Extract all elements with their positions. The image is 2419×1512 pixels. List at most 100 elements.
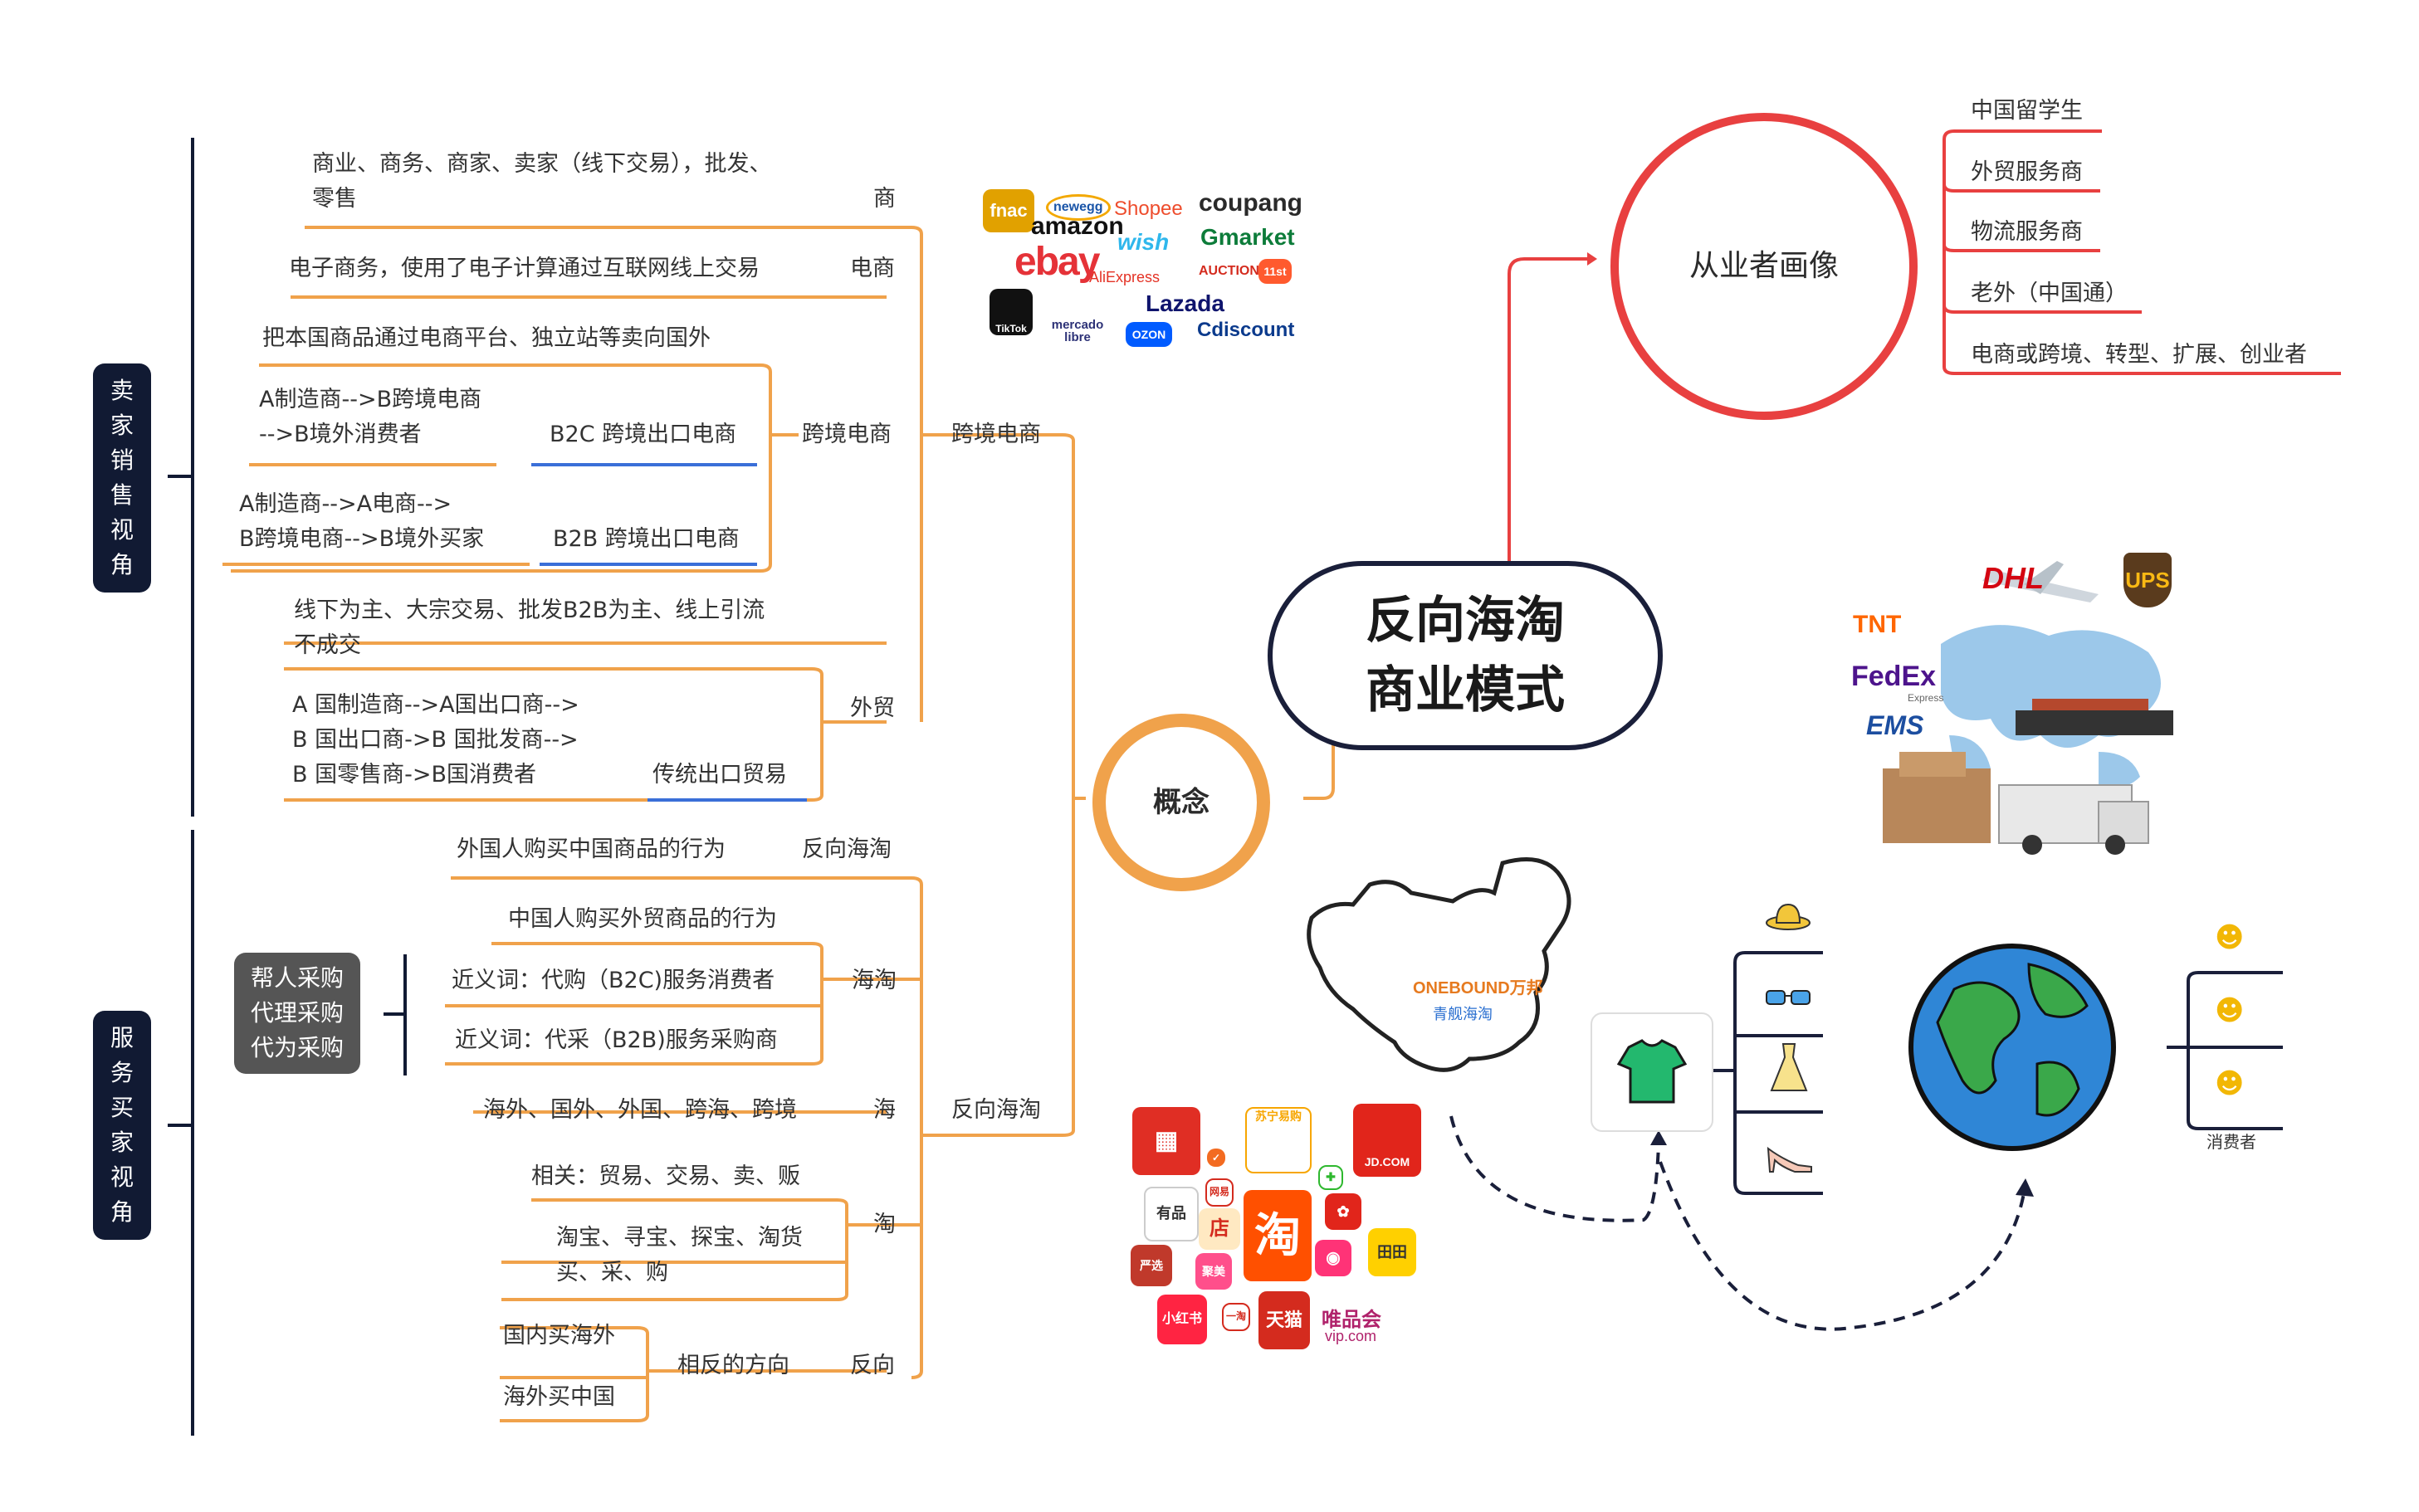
high-heel-icon — [1765, 1142, 1815, 1175]
central-topic-line2: 商业模式 — [1366, 661, 1565, 719]
concept-label: 概念 — [1153, 786, 1210, 819]
ups-logo: UPS — [2123, 553, 2172, 607]
node-kuajing-sub[interactable]: 跨境电商 — [802, 422, 892, 447]
fedex-express-label: Express — [1908, 692, 1944, 704]
practitioner-node[interactable]: 从业者画像 — [1610, 113, 1918, 420]
dian-logo: 店 — [1199, 1208, 1240, 1250]
smiley-icon: ☻ — [2215, 1067, 2245, 1100]
vip-domain: vip.com — [1325, 1328, 1377, 1344]
dangdang-logo: ✿ — [1325, 1193, 1361, 1230]
b2c-flow: A制造商-->B跨境电商 — [259, 387, 482, 412]
onebound-logo: ONEBOUND万邦 — [1413, 979, 1543, 997]
trad-flow: A 国制造商-->A国出口商--> — [292, 692, 579, 718]
pink-camera-icon: ◉ — [1315, 1240, 1351, 1276]
yanxuan-logo: 严选 — [1131, 1245, 1172, 1286]
dress-icon — [1768, 1041, 1810, 1094]
xiaohongshu-logo: 小红书 — [1157, 1295, 1207, 1344]
hai-desc: 海外、国外、外国、跨海、跨境 — [483, 1097, 797, 1123]
ems-logo: EMS — [1866, 710, 1924, 740]
tshirt-icon — [1616, 1039, 1688, 1104]
tmall-logo: 天猫 — [1258, 1291, 1310, 1349]
china-map-outline — [1307, 857, 1571, 1072]
tiktok-logo: TikTok — [990, 289, 1033, 335]
ebay-logo: ebay — [1014, 240, 1100, 284]
node-trad-export[interactable]: 传统出口贸易 — [652, 762, 787, 788]
taobao-logo: 淘 — [1244, 1190, 1312, 1281]
tshirt-box[interactable] — [1591, 1012, 1713, 1132]
node-b2c[interactable]: B2C 跨境出口电商 — [550, 422, 737, 447]
node-shang[interactable]: 商 — [873, 186, 896, 212]
lazada-logo: Lazada — [1146, 290, 1224, 316]
jumei-logo: 聚美 — [1195, 1253, 1232, 1290]
small-orange-icon: ✓ — [1207, 1149, 1225, 1167]
node-dianshang[interactable]: 电商 — [850, 256, 895, 281]
globe-icon — [1904, 939, 2120, 1155]
node-kuajing-main[interactable]: 跨境电商 — [951, 422, 1041, 447]
aliexpress-logo: AliExpress — [1089, 269, 1161, 285]
b2b-flow-2: B跨境电商-->B境外买家 — [239, 526, 485, 552]
practitioner-item: 物流服务商 — [1971, 219, 2083, 245]
node-tao[interactable]: 淘 — [873, 1212, 896, 1237]
auction-logo: AUCTION. — [1199, 264, 1263, 278]
help-purchase-pill[interactable]: 帮人采购代理采购代为采购 — [234, 953, 360, 1074]
shopee-logo: Shopee — [1114, 198, 1183, 220]
node-b2b[interactable]: B2B 跨境出口电商 — [553, 526, 740, 552]
11st-logo: 11st — [1258, 259, 1292, 284]
practitioner-label: 从业者画像 — [1688, 249, 1839, 283]
hat-icon — [1765, 901, 1811, 931]
glasses-icon — [1763, 984, 1813, 1009]
tiantian-logo: 田田 — [1368, 1228, 1416, 1276]
synonym-b2c: 近义词：代购（B2C)服务消费者 — [452, 968, 775, 993]
trad-flow-2: B 国出口商->B 国批发商--> — [292, 727, 579, 753]
dhl-logo: DHL — [1982, 561, 2044, 595]
practitioner-item: 电商或跨境、转型、扩展、创业者 — [1971, 342, 2307, 368]
kuajing-desc: 把本国商品通过电商平台、独立站等卖向国外 — [262, 325, 711, 351]
consumer-label: 消费者 — [2206, 1132, 2256, 1152]
netease-logo: 网易 — [1205, 1178, 1234, 1207]
concept-node[interactable]: 概念 — [1092, 714, 1270, 891]
wish-logo: wish — [1117, 229, 1170, 255]
gmarket-logo: Gmarket — [1200, 224, 1295, 250]
node-haitao[interactable]: 海淘 — [852, 968, 897, 993]
tao-related: 相关：贸易、交易、卖、贩 — [531, 1163, 800, 1189]
cn-platform-logo-cluster: ▦ 苏宁易购 JD.COM ✓ 网易 ✚ 有品 店 淘 ✿ 严选 聚美 ◉ 田田… — [1129, 1104, 1428, 1353]
shang-desc-2: 零售 — [312, 186, 357, 212]
b2c-flow-2: -->B境外消费者 — [259, 422, 422, 447]
logistics-illustration: DHL UPS TNT FedEx Express EMS — [1850, 544, 2195, 860]
node-fanxiang-haitao-sub[interactable]: 反向海淘 — [802, 836, 892, 862]
china-map: ONEBOUND万邦 青舰海淘 — [1295, 851, 1594, 1084]
jd-logo: JD.COM — [1353, 1104, 1421, 1177]
yitao-logo: 一淘 — [1222, 1303, 1250, 1331]
fnac-logo: fnac — [983, 189, 1034, 232]
ozon-logo: OZON — [1126, 322, 1172, 347]
world-map-image — [1883, 561, 2173, 855]
practitioner-item: 外贸服务商 — [1971, 159, 2083, 185]
trad-flow-3: B 国零售商->B国消费者 — [292, 762, 536, 788]
suning-logo: 苏宁易购 — [1245, 1107, 1312, 1173]
amazon-logo: amazon — [1031, 212, 1124, 240]
vip-logo: 唯品会 — [1322, 1309, 1381, 1331]
central-topic[interactable]: 反向海淘 商业模式 — [1268, 561, 1663, 750]
waimao-desc-2: 不成交 — [294, 632, 361, 658]
buyer-view-label: 服务买 家视角 — [93, 1011, 151, 1240]
node-fanxiang[interactable]: 反向 — [850, 1353, 895, 1378]
node-waimao[interactable]: 外贸 — [850, 695, 895, 721]
platform-logo-cluster: fnac newegg Shopee coupang amazon wish G… — [980, 183, 1303, 357]
coupang-logo: coupang — [1199, 189, 1302, 217]
waimao-desc: 线下为主、大宗交易、批发B2B为主、线上引流 — [294, 597, 765, 623]
tao-examples: 淘宝、寻宝、探宝、淘货 — [556, 1225, 803, 1251]
node-opposite[interactable]: 相反的方向 — [677, 1353, 789, 1378]
direction-domestic: 国内买海外 — [503, 1323, 615, 1349]
node-fanxiang-haitao-main[interactable]: 反向海淘 — [951, 1097, 1041, 1123]
smiley-icon: ☻ — [2215, 994, 2245, 1027]
youpin-logo: 有品 — [1144, 1187, 1199, 1241]
fanxiang-desc: 外国人购买中国商品的行为 — [457, 836, 726, 862]
qingjian-haitao-label: 青舰海淘 — [1433, 1006, 1493, 1023]
seller-view-label: 卖家销 售视角 — [93, 363, 151, 593]
practitioner-item: 中国留学生 — [1971, 98, 2083, 124]
cdiscount-logo: Cdiscount — [1197, 319, 1295, 341]
synonym-b2b: 近义词：代采（B2B)服务采购商 — [455, 1027, 778, 1053]
node-hai[interactable]: 海 — [873, 1097, 896, 1123]
practitioner-item: 老外（中国通） — [1971, 280, 2128, 306]
